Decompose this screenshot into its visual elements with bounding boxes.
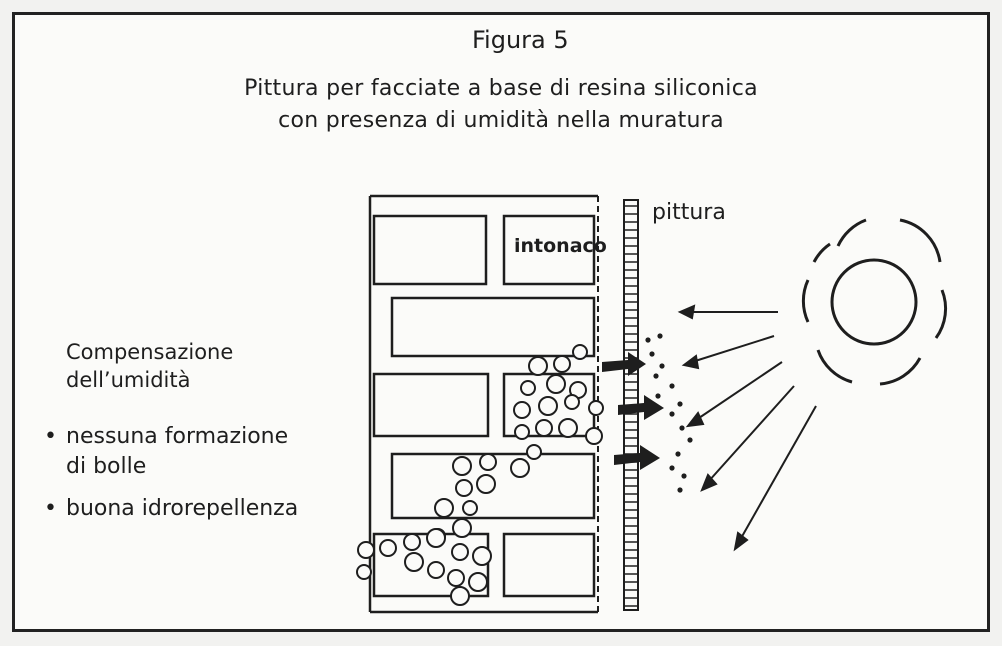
arrow-icon [700,473,718,492]
sun-ray [816,349,853,384]
droplet [675,451,681,457]
brick [390,296,596,358]
bubble [479,453,497,471]
brick [502,532,596,598]
arrow-icon [618,395,664,420]
bubble [558,418,578,438]
arrow-icon [614,445,660,470]
bubble [528,356,548,376]
bubble [451,543,469,561]
sun-ray [879,357,922,386]
bubble [553,355,571,373]
sunlight-ray [739,405,817,541]
moisture-bubbles [356,344,604,606]
sun-ray [836,218,867,247]
droplet [687,437,693,443]
droplet [677,487,683,493]
bubble [468,572,488,592]
bullet-2-line-1: buona idrorepellenza [66,496,299,521]
bubble [452,518,472,538]
droplet [653,373,659,379]
bubble [462,500,478,516]
droplet [649,351,655,357]
sun-ray [801,279,810,323]
sunlight-ray [707,385,795,483]
bullet-2-marker: • [44,496,57,521]
sunlight-ray [695,361,783,421]
brick [502,214,596,286]
bubble [526,444,542,460]
side-heading-line-2: dell’umidità [66,368,191,392]
bubble [379,539,397,557]
brick [390,452,596,520]
bubble [514,424,530,440]
bubble [450,586,470,606]
droplet [679,425,685,431]
bubble [403,533,421,551]
arrow-icon [681,354,700,370]
masonry-wall [368,194,598,614]
bubble [546,374,566,394]
bubble [538,396,558,416]
side-heading-line-1: Compensazione [66,340,234,364]
bubble [572,344,588,360]
droplet [669,411,675,417]
bubble [513,401,531,419]
droplet [645,337,651,343]
figure-title-line-1: Pittura per facciate a base di resina si… [244,76,758,101]
plaster-label: intonaco [514,235,607,257]
brick [372,372,490,438]
sun-disc [830,258,918,346]
bubble [510,458,530,478]
bullet-1-marker: • [44,424,57,449]
droplet [657,333,663,339]
sun-ray [899,218,942,263]
bubble [434,498,454,518]
bubble [426,528,446,548]
sun-icon [801,218,948,386]
vapour-outflow-arrows [602,352,664,470]
figure-label: Figura 5 [472,26,569,54]
bubble [476,474,496,494]
bubble [535,419,553,437]
bubble [447,569,465,587]
bubble [588,400,604,416]
droplet [669,383,675,389]
droplet [681,473,687,479]
arrow-icon [733,531,749,552]
figure-frame [12,12,990,632]
bubble [455,479,473,497]
bubble [427,561,445,579]
droplet [677,401,683,407]
sun-ray [934,289,948,339]
sunlight-arrows [677,304,817,552]
sun-ray [812,242,831,263]
droplet [659,363,665,369]
brick [372,214,488,286]
droplet [655,393,661,399]
bubble [585,427,603,445]
bullet-1-line-2: di bolle [66,454,147,479]
bubble [357,541,375,559]
bubble [564,394,580,410]
arrow-icon [685,411,705,428]
water-droplets [645,333,693,493]
paint-label: pittura [652,200,726,225]
bubble [404,552,424,572]
bubble [472,546,492,566]
bubble [452,456,472,476]
bubble [520,380,536,396]
bullet-1-line-1: nessuna formazione [66,424,289,449]
arrow-icon [677,304,696,320]
bubble [356,564,372,580]
sunlight-ray [691,335,775,363]
figure-title-line-2: con presenza di umidità nella muratura [278,108,724,133]
droplet [669,465,675,471]
arrow-icon [602,352,646,376]
